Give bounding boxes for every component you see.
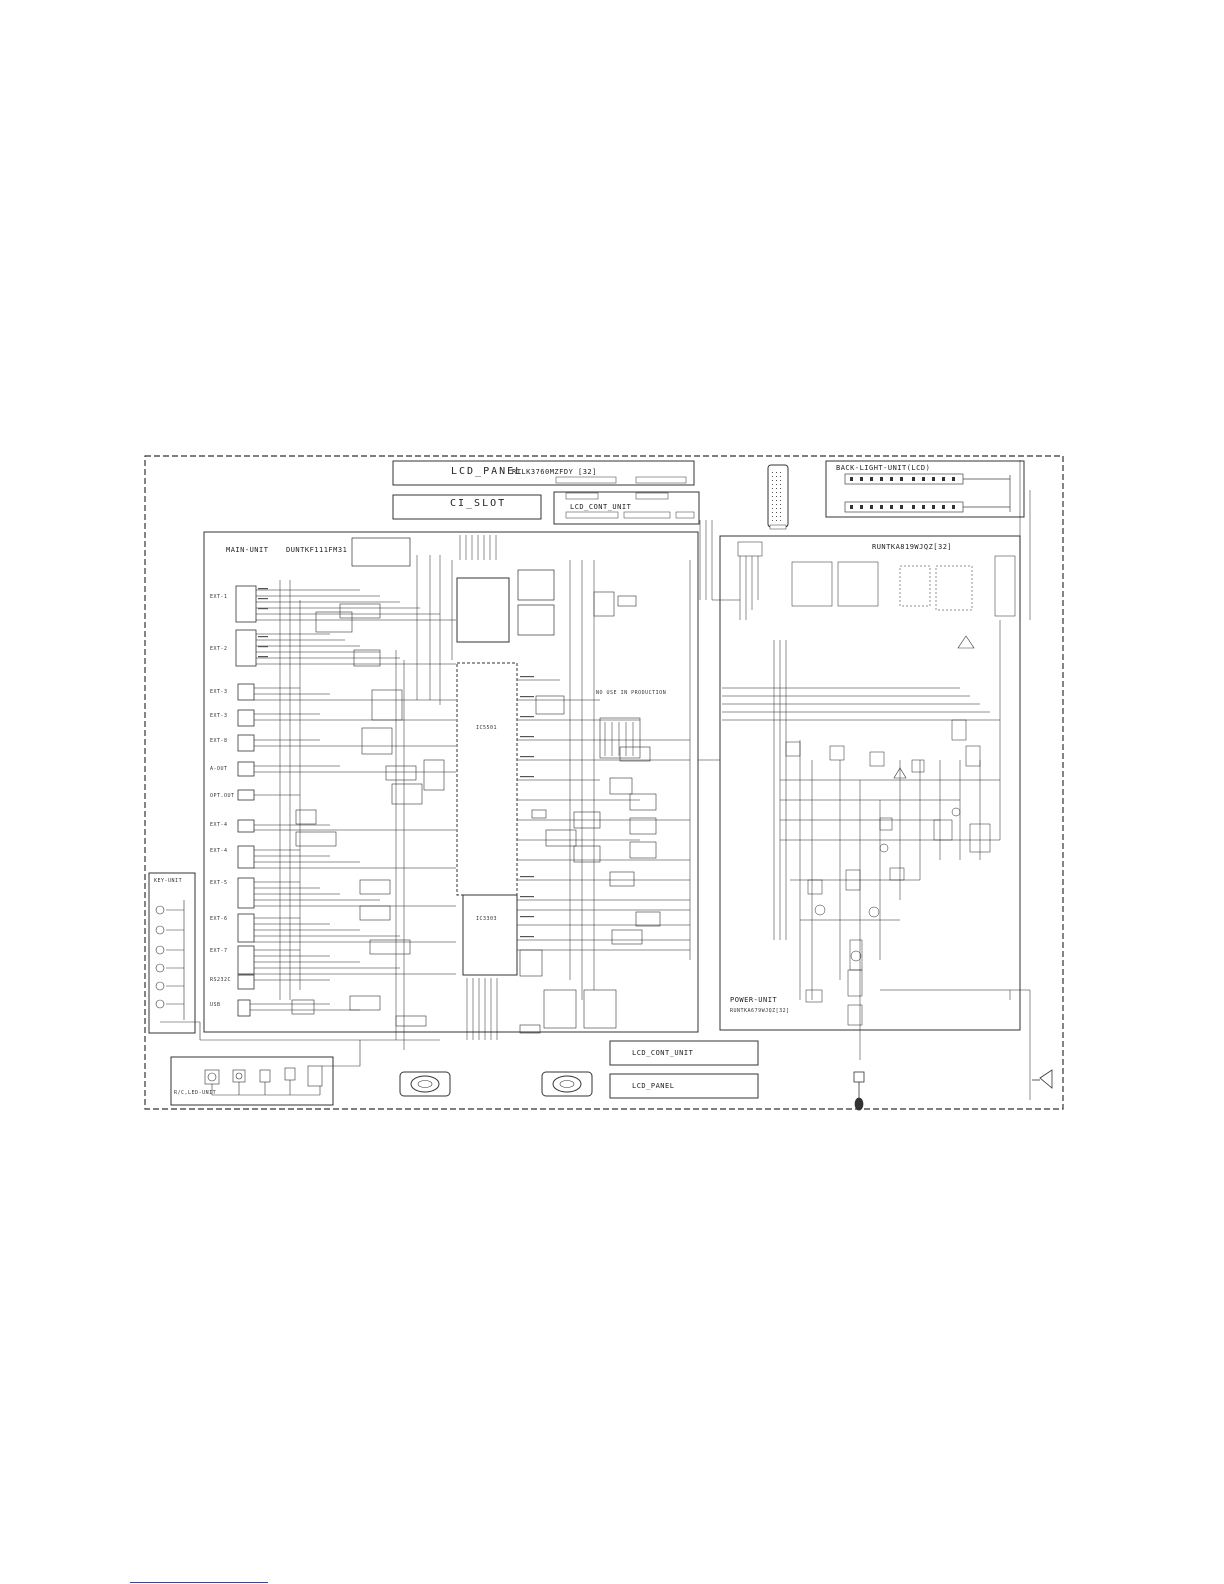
footer-rule xyxy=(130,1582,268,1583)
bottom-lcd-panel-title: LCD_PANEL xyxy=(632,1082,675,1090)
speaker-left-icon xyxy=(399,1071,451,1097)
ic-label: IC3303 xyxy=(476,916,498,922)
ic-main-cpu xyxy=(456,662,518,896)
ci-slot-title: CI_SLOT xyxy=(450,498,507,509)
input-label: EXT-4 xyxy=(210,848,228,854)
input-label: USB xyxy=(210,1002,221,1008)
input-label: EXT-2 xyxy=(210,646,228,652)
input-label: EXT-8 xyxy=(210,738,228,744)
bottom-lcd-cont-unit-box xyxy=(609,1040,759,1066)
back-light-unit-box xyxy=(825,460,1025,518)
input-label: EXT-4 xyxy=(210,822,228,828)
ic-main-soc xyxy=(462,894,518,976)
input-label: A-OUT xyxy=(210,766,228,772)
ci-slot-box xyxy=(392,494,542,520)
main-unit-box xyxy=(203,531,699,1033)
input-label: EXT-3 xyxy=(210,713,228,719)
rc-led-unit-title: R/C,LED-UNIT xyxy=(174,1090,217,1096)
lcd-panel-box xyxy=(392,460,695,486)
bottom-lcd-panel-box xyxy=(609,1073,759,1099)
power-unit-title: POWER-UNIT xyxy=(730,996,778,1004)
input-label: EXT-3 xyxy=(210,689,228,695)
ic-label: IC5501 xyxy=(476,725,498,731)
key-unit-box xyxy=(148,872,196,1034)
main-unit-part: DUNTKF111FM31 xyxy=(286,546,348,554)
lcd-panel-part: RTLK3760MZFDY [32] xyxy=(512,468,597,476)
main-unit-title: MAIN-UNIT xyxy=(226,546,269,554)
input-label: RS232C xyxy=(210,977,232,983)
lcd-cont-unit-title: LCD_CONT_UNIT xyxy=(570,503,632,511)
power-unit-part: RUNTKA679WJQZ[32] xyxy=(730,1008,790,1014)
outer-frame xyxy=(144,455,1064,1110)
input-label: EXT-7 xyxy=(210,948,228,954)
lcd-cont-unit-box xyxy=(553,491,700,525)
key-unit-title: KEY-UNIT xyxy=(154,878,183,884)
power-unit-box xyxy=(719,535,1021,1031)
rc-led-unit-box xyxy=(170,1056,334,1106)
remote-control-icon xyxy=(767,464,789,530)
input-label: EXT-6 xyxy=(210,916,228,922)
back-light-unit-title: BACK-LIGHT-UNIT(LCD) xyxy=(836,464,931,472)
lcd-panel-title: LCD_PANEL xyxy=(451,466,524,477)
ac-plug-icon xyxy=(853,1071,865,1111)
ground-connector-icon xyxy=(1032,1069,1053,1089)
input-label: EXT-1 xyxy=(210,594,228,600)
bottom-lcd-cont-unit-title: LCD_CONT_UNIT xyxy=(632,1049,694,1057)
input-label: OPT.OUT xyxy=(210,793,235,799)
power-unit-part-top: RUNTKA819WJQZ[32] xyxy=(872,543,953,551)
speaker-right-icon xyxy=(541,1071,593,1097)
production-note: NO USE IN PRODUCTION xyxy=(596,690,667,696)
input-label: EXT-5 xyxy=(210,880,228,886)
